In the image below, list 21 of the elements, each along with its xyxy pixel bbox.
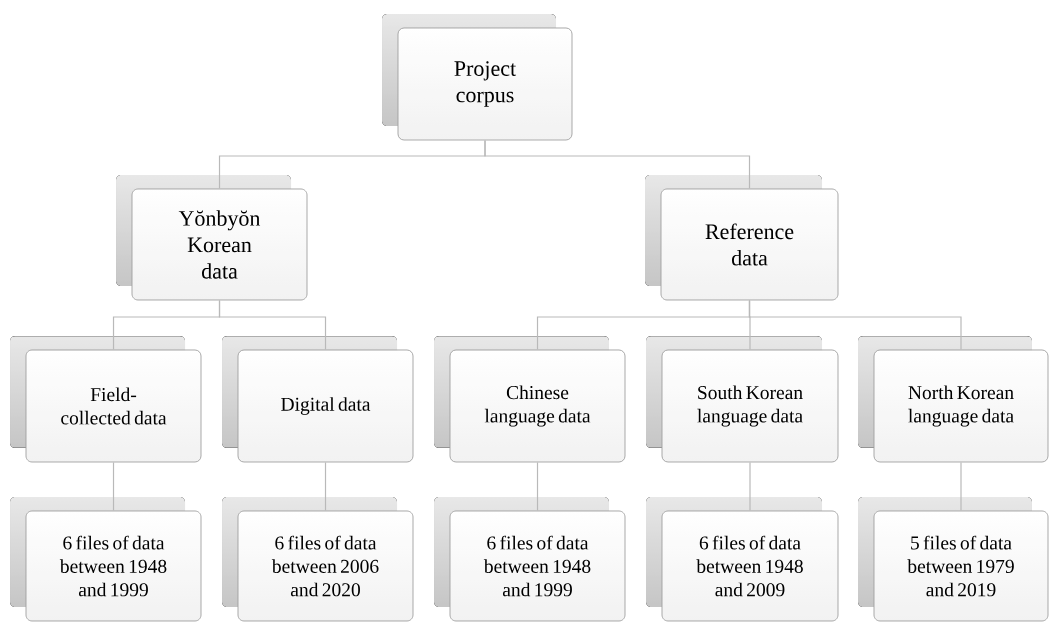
connector	[484, 139, 751, 190]
box: Yŏnbyŏn Korean data	[116, 175, 308, 301]
connector	[748, 299, 962, 351]
box: Field-collected data	[10, 336, 202, 463]
connector	[112, 461, 115, 512]
box: North Korean language data	[858, 336, 1049, 463]
box: 6 files of data between 2006 and 2020	[222, 497, 414, 622]
box: 6 files of data between 1948 and 1999	[10, 497, 202, 622]
connector	[536, 461, 539, 512]
connector	[218, 299, 327, 351]
box: Digital data	[222, 336, 414, 463]
box: Project corpus	[382, 14, 573, 141]
connector	[960, 461, 962, 512]
connector	[749, 461, 751, 512]
box: 6 files of data between 1948 and 2009	[646, 497, 839, 622]
box: 5 files of data between 1979 and 2019	[858, 497, 1049, 622]
box: Reference data	[645, 175, 839, 301]
box: South Korean language data	[646, 336, 839, 463]
box: Chinese language data	[434, 336, 626, 463]
box: 6 files of data between 1948 and 1999	[434, 497, 626, 622]
connector	[324, 461, 327, 512]
